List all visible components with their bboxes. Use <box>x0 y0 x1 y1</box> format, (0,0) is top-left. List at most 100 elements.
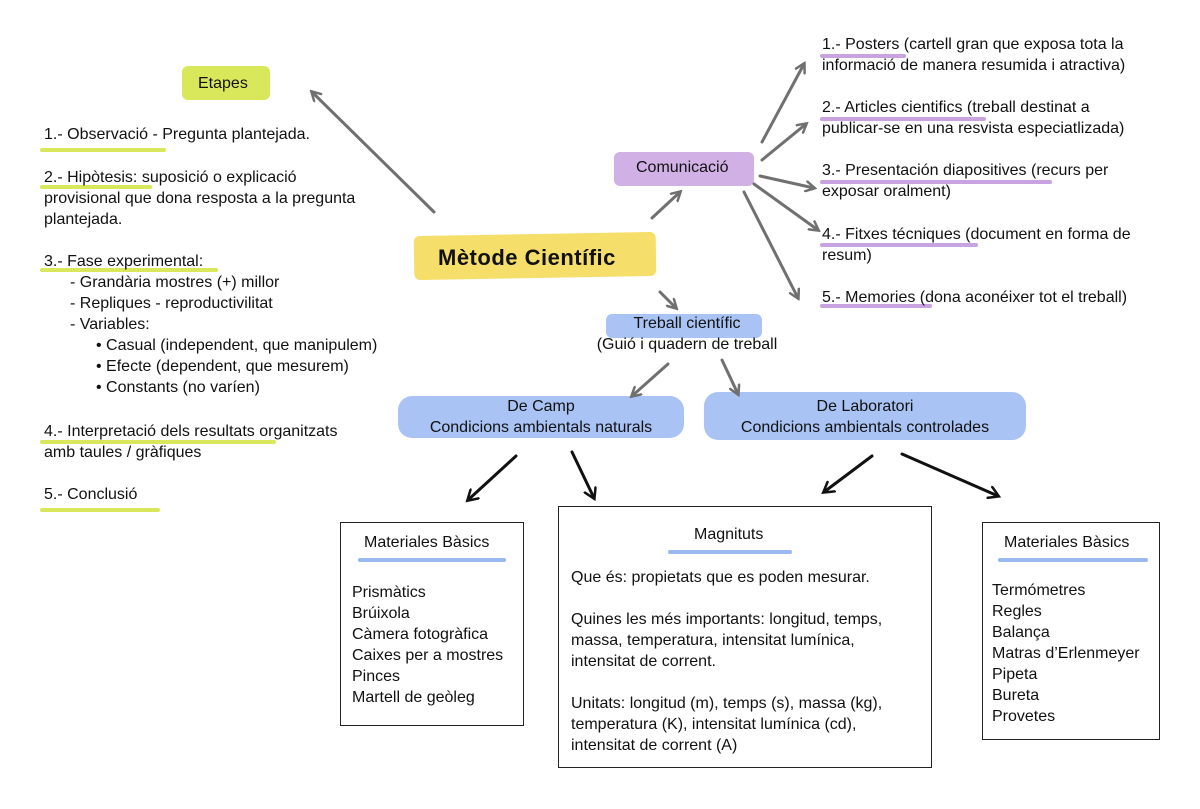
materials-camp-item: Pinces <box>352 668 401 685</box>
step-2: 2.- Hipòtesis: suposició o explicació pr… <box>44 167 355 230</box>
underline-c1 <box>820 54 906 58</box>
etapes-highlight <box>182 66 270 100</box>
camp-node: De Camp Condicions ambientals naturals <box>400 396 682 438</box>
step-2-line-1: 2.- Hipòtesis: suposició o explicació <box>44 169 297 186</box>
step-3-item: - Grandària mostres (+) millor <box>70 274 280 291</box>
camp-line-1: De Camp <box>507 398 575 415</box>
arrow-to-c1 <box>760 64 804 144</box>
treball-node: Treball científic (Guió i quadern de tre… <box>582 313 792 355</box>
materials-lab-item: Matras d’Erlenmeyer <box>992 645 1140 662</box>
camp-line-2: Condicions ambientals naturals <box>429 419 653 436</box>
arrow-to-camp <box>632 362 670 396</box>
step-3-title: 3.- Fase experimental: <box>44 253 204 270</box>
etapes-label: Etapes <box>198 75 248 92</box>
magnituts-p3-line: intensitat de corrent (A) <box>571 737 738 754</box>
arrow-lab-materials <box>900 452 998 496</box>
arrow-camp-materials <box>468 454 518 500</box>
arrow-to-laboratori <box>720 358 738 394</box>
magnituts-p2-line: massa, temperatura, intensitat lumínica, <box>571 632 855 649</box>
comunicacio-item-1-line-2: informació de manera resumida i atractiv… <box>822 57 1126 74</box>
comunicacio-item-5: 5.- Memories (dona aconéixer tot el treb… <box>822 287 1127 308</box>
underline-c5 <box>820 304 932 308</box>
comunicacio-item-4-line-1: 4.- Fitxes técniques (document en forma … <box>822 226 1131 243</box>
step-4-line-1: 4.- Interpretació dels resultats organit… <box>44 423 338 440</box>
underline-s4 <box>40 440 276 444</box>
step-2-line-2: provisional que dona resposta a la pregu… <box>44 190 356 207</box>
step-1: 1.- Observació - Pregunta plantejada. <box>44 126 310 143</box>
materials-camp-item: Martell de geòleg <box>352 689 475 706</box>
magnituts-p3-line: Unitats: longitud (m), temps (s), massa … <box>571 695 883 712</box>
variables-list: • Casual (independent, que manipulem) • … <box>96 335 377 398</box>
arrow-to-etapes <box>312 92 436 214</box>
comunicacio-item-2-line-1: 2.- Articles cientifics (treball destina… <box>822 99 1090 116</box>
arrow-to-c2 <box>760 124 806 162</box>
variable-item: • Constants (no varíen) <box>96 379 260 396</box>
laboratori-line-2: Condicions ambientals controlades <box>740 419 990 436</box>
underline-magnituts <box>668 550 792 554</box>
underline-c3 <box>820 180 1052 184</box>
arrow-camp-magnituts <box>570 450 594 498</box>
treball-line-2: (Guió i quadern de treball <box>596 336 778 353</box>
comunicacio-item-5-line-1: 5.- Memories (dona aconéixer tot el treb… <box>822 289 1128 306</box>
underline-s1 <box>40 148 166 152</box>
materials-camp-title: Materiales Bàsics <box>364 534 490 551</box>
materials-lab-item: Bureta <box>992 687 1040 704</box>
materials-lab-box <box>982 522 1160 740</box>
comunicacio-item-3-line-1: 3.- Presentación diapositives (recurs pe… <box>822 162 1109 179</box>
variable-item: • Efecte (dependent, que mesurem) <box>96 358 349 375</box>
comunicacio-item-3-line-2: exposar oralment) <box>822 183 951 200</box>
camp-highlight <box>398 396 684 438</box>
magnituts-title: Magnituts <box>694 526 764 543</box>
arrow-to-treball <box>658 290 676 308</box>
step-3-list: - Grandària mostres (+) millor - Repliqu… <box>70 272 377 335</box>
arrow-lab-magnituts <box>824 454 874 492</box>
underline-mat-camp <box>358 558 506 562</box>
materials-camp-item: Càmera fotogràfica <box>352 626 489 643</box>
magnituts-p3: Unitats: longitud (m), temps (s), massa … <box>571 693 882 756</box>
materials-lab-title: Materiales Bàsics <box>1004 534 1130 551</box>
materials-camp-item: Prismàtics <box>352 584 426 601</box>
materials-lab-list: Termómetres Regles Balança Matras d’Erle… <box>992 580 1140 727</box>
magnituts-p1: Que és: propietats que es poden mesurar. <box>571 569 870 586</box>
materials-lab-item: Termómetres <box>992 582 1086 599</box>
comunicacio-item-4: 4.- Fitxes técniques (document en forma … <box>822 224 1131 266</box>
treball-highlight <box>606 314 762 338</box>
step-4: 4.- Interpretació dels resultats organit… <box>44 421 337 463</box>
comunicacio-item-1: 1.- Posters (cartell gran que exposa tot… <box>822 34 1125 76</box>
laboratori-highlight <box>704 392 1026 440</box>
comunicacio-item-2: 2.- Articles cientifics (treball destina… <box>822 97 1124 139</box>
underline-mat-lab <box>998 558 1148 562</box>
treball-line-1: Treball científic <box>633 315 741 332</box>
materials-camp-list: Prismàtics Brúixola Càmera fotogràfica C… <box>352 582 503 708</box>
magnituts-p3-line: temperatura (K), intensitat lumínica (cd… <box>571 716 857 733</box>
materials-lab-item: Provetes <box>992 708 1056 725</box>
comunicacio-item-3: 3.- Presentación diapositives (recurs pe… <box>822 160 1108 202</box>
comunicacio-item-4-line-2: resum) <box>822 247 872 264</box>
arrow-to-c5 <box>742 190 798 298</box>
comunicacio-highlight <box>614 152 754 186</box>
underline-s5 <box>40 508 160 512</box>
materials-camp-item: Brúixola <box>352 605 410 622</box>
comunicacio-item-2-line-2: publicar-se en una resvista especiatliza… <box>822 120 1125 137</box>
materials-lab-item: Pipeta <box>992 666 1038 683</box>
diagram-title: Mètode Científic <box>438 245 616 270</box>
laboratori-line-1: De Laboratori <box>816 398 914 415</box>
variable-item: • Casual (independent, que manipulem) <box>96 337 378 354</box>
underline-s3 <box>40 268 218 272</box>
magnituts-p2: Quines les més importants: longitud, tem… <box>571 609 882 672</box>
comunicacio-label: Comunicació <box>636 159 729 176</box>
step-2-line-3: plantejada. <box>44 211 123 228</box>
arrow-to-comunicacio <box>650 192 680 220</box>
magnituts-p2-line: Quines les més importants: longitud, tem… <box>571 611 883 628</box>
step-3-item: - Repliques - reproductivilitat <box>70 295 273 312</box>
arrow-to-c4 <box>752 182 818 230</box>
materials-lab-item: Balança <box>992 624 1050 641</box>
materials-camp-box <box>340 522 524 726</box>
step-3-item: - Variables: <box>70 316 150 333</box>
magnituts-p2-line: intensitat de corrent. <box>571 653 716 670</box>
comunicacio-item-1-line-1: 1.- Posters (cartell gran que exposa tot… <box>822 36 1124 53</box>
underline-c4 <box>820 243 978 247</box>
underline-c2 <box>820 117 986 121</box>
magnituts-box <box>558 506 932 768</box>
step-3: 3.- Fase experimental: - Grandària mostr… <box>44 251 377 398</box>
